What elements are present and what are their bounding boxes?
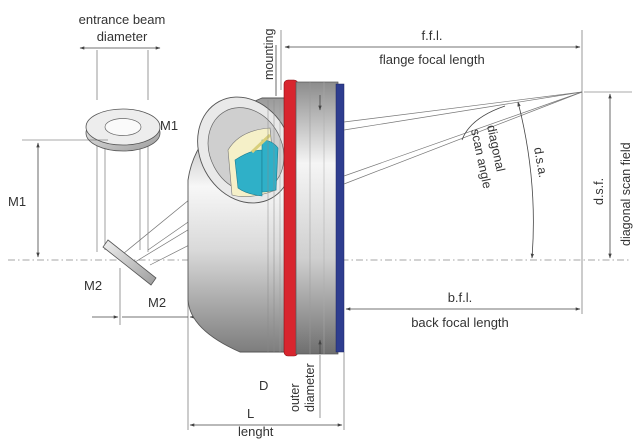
- diag-angle-pointer: [461, 105, 506, 141]
- m1-mirror: [85, 108, 161, 152]
- bfl-dimension: [345, 92, 583, 314]
- m1-mirror-label: M1: [160, 118, 178, 133]
- dsf-dimension: [584, 91, 632, 259]
- m2-mirror-label: M2: [84, 278, 102, 293]
- entrance-beam-label-1: entrance beam: [79, 12, 166, 27]
- l-dimension: [187, 300, 345, 430]
- m1-dimension-label: M1: [8, 194, 26, 209]
- l-label: L: [247, 406, 254, 421]
- m2-mirror: [102, 239, 157, 286]
- dsf-label: d.s.f.: [592, 178, 606, 205]
- mounting-label: mounting: [262, 29, 276, 80]
- m2-dimension-label: M2: [148, 295, 166, 310]
- m1-dimension: [22, 139, 108, 258]
- ffl-dimension: [280, 30, 583, 92]
- dsa-arc: [517, 101, 535, 259]
- l-full-label: lenght: [238, 424, 274, 439]
- d-diameter-label: diameter: [303, 363, 317, 412]
- lens-housing: [187, 96, 293, 353]
- blue-ring: [335, 83, 345, 353]
- bfl-label: b.f.l.: [448, 290, 473, 305]
- d-label: D: [259, 378, 268, 393]
- d-outer-label: outer: [288, 384, 302, 413]
- dsf-full-label: diagonal scan field: [619, 142, 633, 246]
- bfl-full-label: back focal length: [411, 315, 509, 330]
- mounting-flange: [295, 81, 339, 355]
- entrance-beam-label-2: diameter: [97, 29, 148, 44]
- dsa-label: d.s.a.: [531, 146, 550, 179]
- ffl-full-label: flange focal length: [379, 52, 485, 67]
- ffl-label: f.f.l.: [422, 28, 443, 43]
